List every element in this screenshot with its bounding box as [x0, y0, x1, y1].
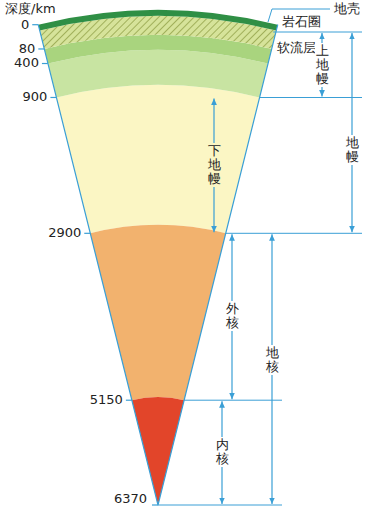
layer-name: 外核	[225, 301, 240, 332]
depth-value: 6370	[113, 491, 148, 507]
depth-tick	[50, 97, 56, 98]
upper-mantle	[48, 50, 268, 97]
depth-value: 0	[20, 17, 30, 33]
layer-name: 岩石圈	[281, 14, 322, 30]
lower-mantle	[56, 85, 259, 233]
crust	[38, 10, 278, 31]
depth-value: 80	[18, 41, 37, 57]
axis-title: 深度/km	[4, 1, 57, 17]
boundary-line	[158, 505, 282, 506]
layer-name: 地核	[265, 345, 280, 376]
depth-tick	[38, 48, 44, 49]
inner-core	[132, 397, 184, 505]
boundary-line	[260, 97, 362, 98]
depth-value: 400	[13, 55, 40, 71]
depth-tick	[42, 63, 48, 64]
bracket-lines	[32, 9, 362, 505]
depth-tick	[126, 400, 132, 401]
layer-name: 下地幔	[207, 143, 222, 188]
depth-tick	[84, 233, 90, 234]
layer-name: 地壳	[333, 1, 361, 17]
depth-value: 2900	[47, 225, 82, 241]
boundary-line	[226, 233, 362, 234]
layer-name: 内核	[215, 437, 230, 468]
wedge-edge	[38, 25, 278, 505]
layer-name: 上地幔	[315, 43, 330, 88]
depth-value: 900	[22, 89, 49, 105]
depth-value: 5150	[89, 392, 124, 408]
layer-name: 软流层	[276, 40, 317, 56]
depth-tick	[32, 24, 38, 25]
span-arrow	[351, 33, 352, 232]
boundary-line	[184, 400, 282, 401]
layer-name: 地幔	[345, 135, 360, 166]
boundary-line	[273, 32, 362, 33]
depth-tick	[152, 504, 158, 505]
layer-sectors	[38, 10, 278, 505]
